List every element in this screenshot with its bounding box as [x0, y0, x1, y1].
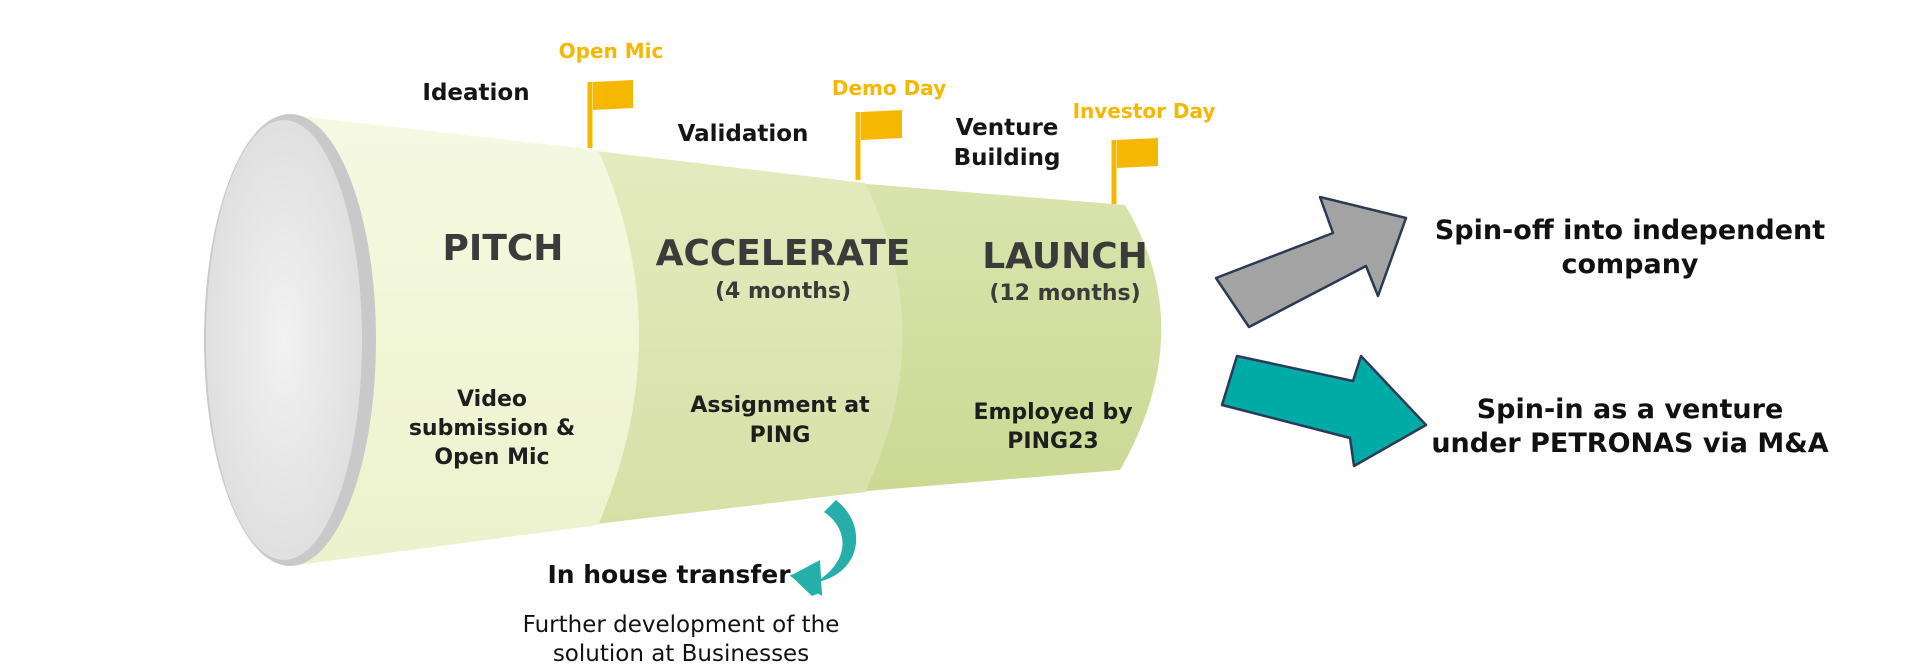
- flag-investor-day: [1111, 138, 1158, 204]
- pitch-desc-line-3: Open Mic: [434, 445, 549, 470]
- stage-label-venture: Venture: [956, 115, 1059, 141]
- pitch-segment: [290, 115, 639, 566]
- launch-desc-line-1: Employed by: [973, 400, 1132, 425]
- flag-open-mic: [587, 80, 633, 148]
- flag-demo-day: [855, 110, 902, 180]
- stage-label-ideation: Ideation: [422, 80, 529, 106]
- spin-off-label-line-1: Spin-off into independent: [1435, 215, 1825, 246]
- in-house-transfer-arrow-head: [790, 560, 822, 596]
- in-house-desc-line-2: solution at Businesses: [553, 641, 809, 666]
- funnel-mouth-inner: [206, 120, 362, 560]
- stage-label-validation: Validation: [678, 121, 809, 147]
- in-house-desc-line-1: Further development of the: [523, 612, 840, 638]
- spin-in-label-line-1: Spin-in as a venture: [1477, 394, 1784, 425]
- pitch-desc-line-1: Video: [457, 387, 527, 412]
- accelerate-desc-line-2: PING: [750, 423, 811, 448]
- phase-title-accelerate: ACCELERATE: [656, 233, 911, 274]
- launch-segment: [855, 183, 1162, 492]
- stage-label-building: Building: [954, 145, 1061, 171]
- in-house-transfer-title: In house transfer: [547, 560, 791, 589]
- pitch-desc-line-2: submission &: [409, 416, 575, 441]
- phase-duration-launch: (12 months): [989, 281, 1140, 306]
- phase-title-pitch: PITCH: [443, 228, 564, 269]
- accelerate-segment: [588, 150, 903, 525]
- flag-label-demo-day: Demo Day: [832, 76, 946, 100]
- spin-off-label-line-2: company: [1561, 249, 1698, 280]
- flag-label-investor-day: Investor Day: [1073, 99, 1216, 123]
- flag-label-open-mic: Open Mic: [559, 39, 664, 63]
- phase-duration-accelerate: (4 months): [715, 279, 851, 304]
- launch-desc-line-2: PING23: [1007, 429, 1098, 454]
- phase-title-launch: LAUNCH: [982, 236, 1148, 277]
- spin-in-arrow: [1220, 354, 1428, 468]
- spin-off-arrow: [1214, 195, 1408, 329]
- accelerate-desc-line-1: Assignment at: [690, 393, 870, 418]
- spin-in-label-line-2: under PETRONAS via M&A: [1431, 428, 1828, 459]
